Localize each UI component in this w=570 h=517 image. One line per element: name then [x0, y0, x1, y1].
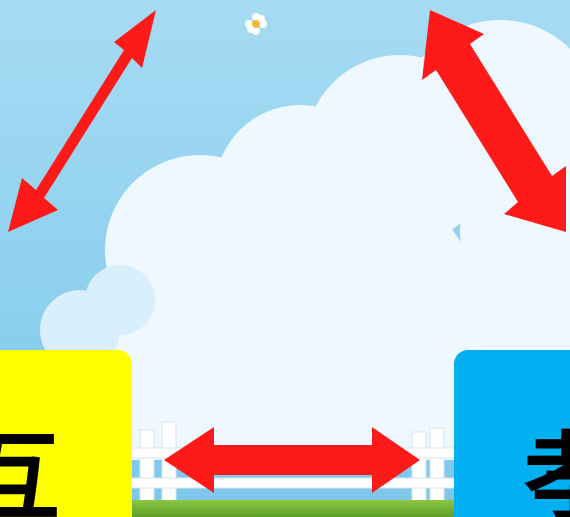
right-character: 孝 [524, 430, 570, 517]
left-character: 互 [0, 430, 60, 517]
